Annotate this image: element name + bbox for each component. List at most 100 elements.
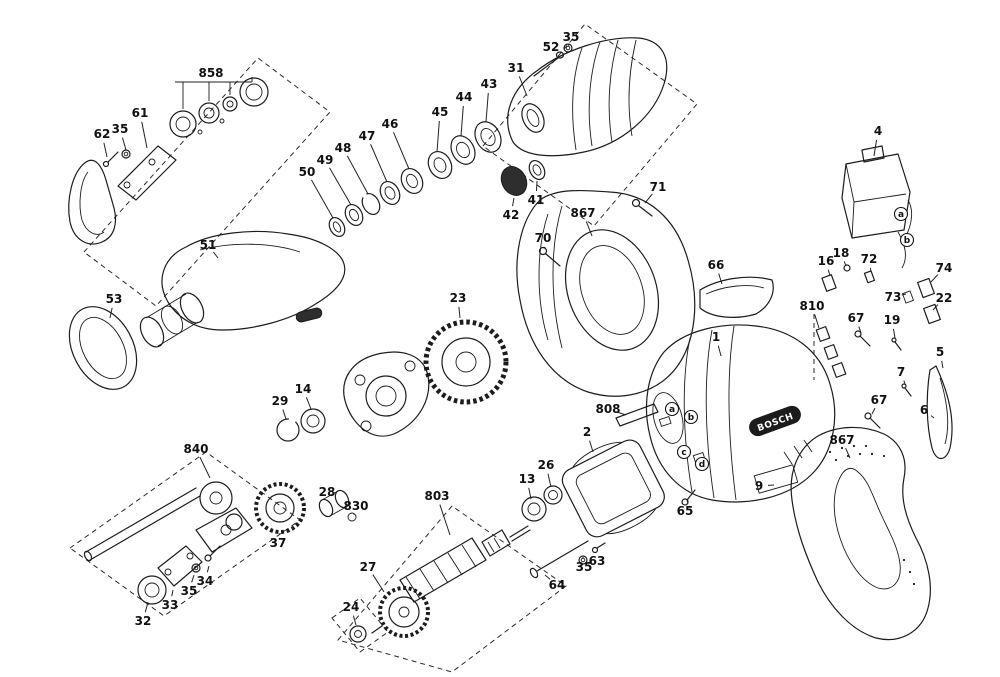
leader-line-53 [109,307,113,319]
washer-35d [578,555,588,565]
leader-line-67 [871,407,876,415]
drive-gear-37 [254,482,306,534]
leader-line-14 [305,397,312,410]
leader-line-24 [352,615,357,626]
part-callout-14: 14 [295,382,312,396]
leader-line-35 [191,574,195,583]
screw-70 [538,246,561,267]
leader-line-810 [814,314,820,329]
leader-line-43 [485,92,489,123]
washer-24 [349,625,367,643]
switch-module-4 [841,145,913,269]
connector-74 [917,277,935,299]
grip-texture [828,444,916,586]
part-callout-41: 41 [528,193,545,207]
part-callout-18: 18 [833,246,850,260]
part-callout-47: 47 [359,129,376,143]
part-callout-7: 7 [897,365,905,379]
svg-text:d: d [699,460,705,470]
part-callout-35: 35 [112,122,129,136]
part-callout-72: 72 [861,252,878,266]
housing-half-867-left [516,189,696,397]
cord-6 [939,377,949,445]
ring-stack [328,121,546,238]
part-callout-35: 35 [181,584,198,598]
screw-67b [864,412,881,429]
letter-callout-a: a [664,401,680,417]
leader-line-803 [439,504,451,536]
boundary-shoe-group [83,57,331,307]
bearing-13 [521,496,547,522]
part-callout-37: 37 [270,536,287,550]
pivot-plate [117,145,177,201]
leader-line-47 [370,144,388,183]
field-stator-2 [561,439,665,538]
part-callout-840: 840 [183,442,208,456]
leader-line-71 [644,193,653,204]
leader-line-49 [329,167,352,206]
part-callout-808: 808 [595,402,620,416]
cord-guard-5 [926,365,953,460]
part-callout-27: 27 [360,560,377,574]
washer-35c [191,563,201,573]
leader-line-46 [393,132,410,170]
part-callout-71: 71 [650,180,667,194]
part-callout-867: 867 [570,206,595,220]
bosch-badge: BOSCH [749,405,801,437]
leader-line-808 [616,411,627,416]
upper-housing-31 [507,37,668,157]
leader-line-867 [585,221,593,237]
leader-line-27 [372,574,385,593]
leader-line-64 [544,574,551,580]
leader-line-34 [206,565,210,573]
cap-42 [500,166,528,196]
clamp-sleeve [139,292,205,348]
part-callout-22: 22 [936,291,953,305]
part-callout-51: 51 [200,238,217,252]
part-callout-62: 62 [94,127,111,141]
roller-28-830 [318,489,357,522]
part-callout-13: 13 [519,472,536,486]
part-callout-830: 830 [343,499,368,513]
svg-text:a: a [669,405,675,415]
part-callout-33: 33 [162,598,179,612]
leader-line-867 [845,448,851,459]
part-callout-1: 1 [712,330,720,344]
part-callout-43: 43 [481,77,498,91]
part-callout-867: 867 [829,433,854,447]
fan-gear-27 [378,586,430,638]
leader-line-13 [528,487,532,500]
leader-line-22 [932,304,939,311]
part-callout-16: 16 [818,254,835,268]
part-callout-9: 9 [755,479,763,493]
letter-callout-a: a [893,206,909,222]
part-callout-32: 32 [135,614,152,628]
leader-line-65 [686,498,689,503]
part-callout-52: 52 [543,40,560,54]
leader-line-4 [873,139,878,157]
part-callout-70: 70 [535,231,552,245]
screw-71 [631,198,653,217]
part-callout-67: 67 [848,311,865,325]
part-callout-44: 44 [456,90,473,104]
part-callout-24: 24 [343,600,360,614]
part-callout-19: 19 [884,313,901,327]
leader-line-23 [458,306,461,319]
leader-line-5 [941,360,944,369]
leader-line-74 [930,274,939,283]
part-callout-50: 50 [299,165,316,179]
shoe-assembly [68,145,177,390]
part-callout-35: 35 [563,30,580,44]
leader-line-31 [518,76,528,97]
boundary-washer-group [331,597,389,653]
leader-line-73 [901,293,907,296]
leader-line-72 [869,267,872,273]
screw-65 [681,489,696,506]
part-callout-34: 34 [197,574,214,588]
part-callout-23: 23 [450,291,467,305]
part-callout-2: 2 [583,425,591,439]
leader-line-26 [547,473,552,488]
leader-line-48 [346,155,369,195]
leader-line-42 [512,197,515,207]
